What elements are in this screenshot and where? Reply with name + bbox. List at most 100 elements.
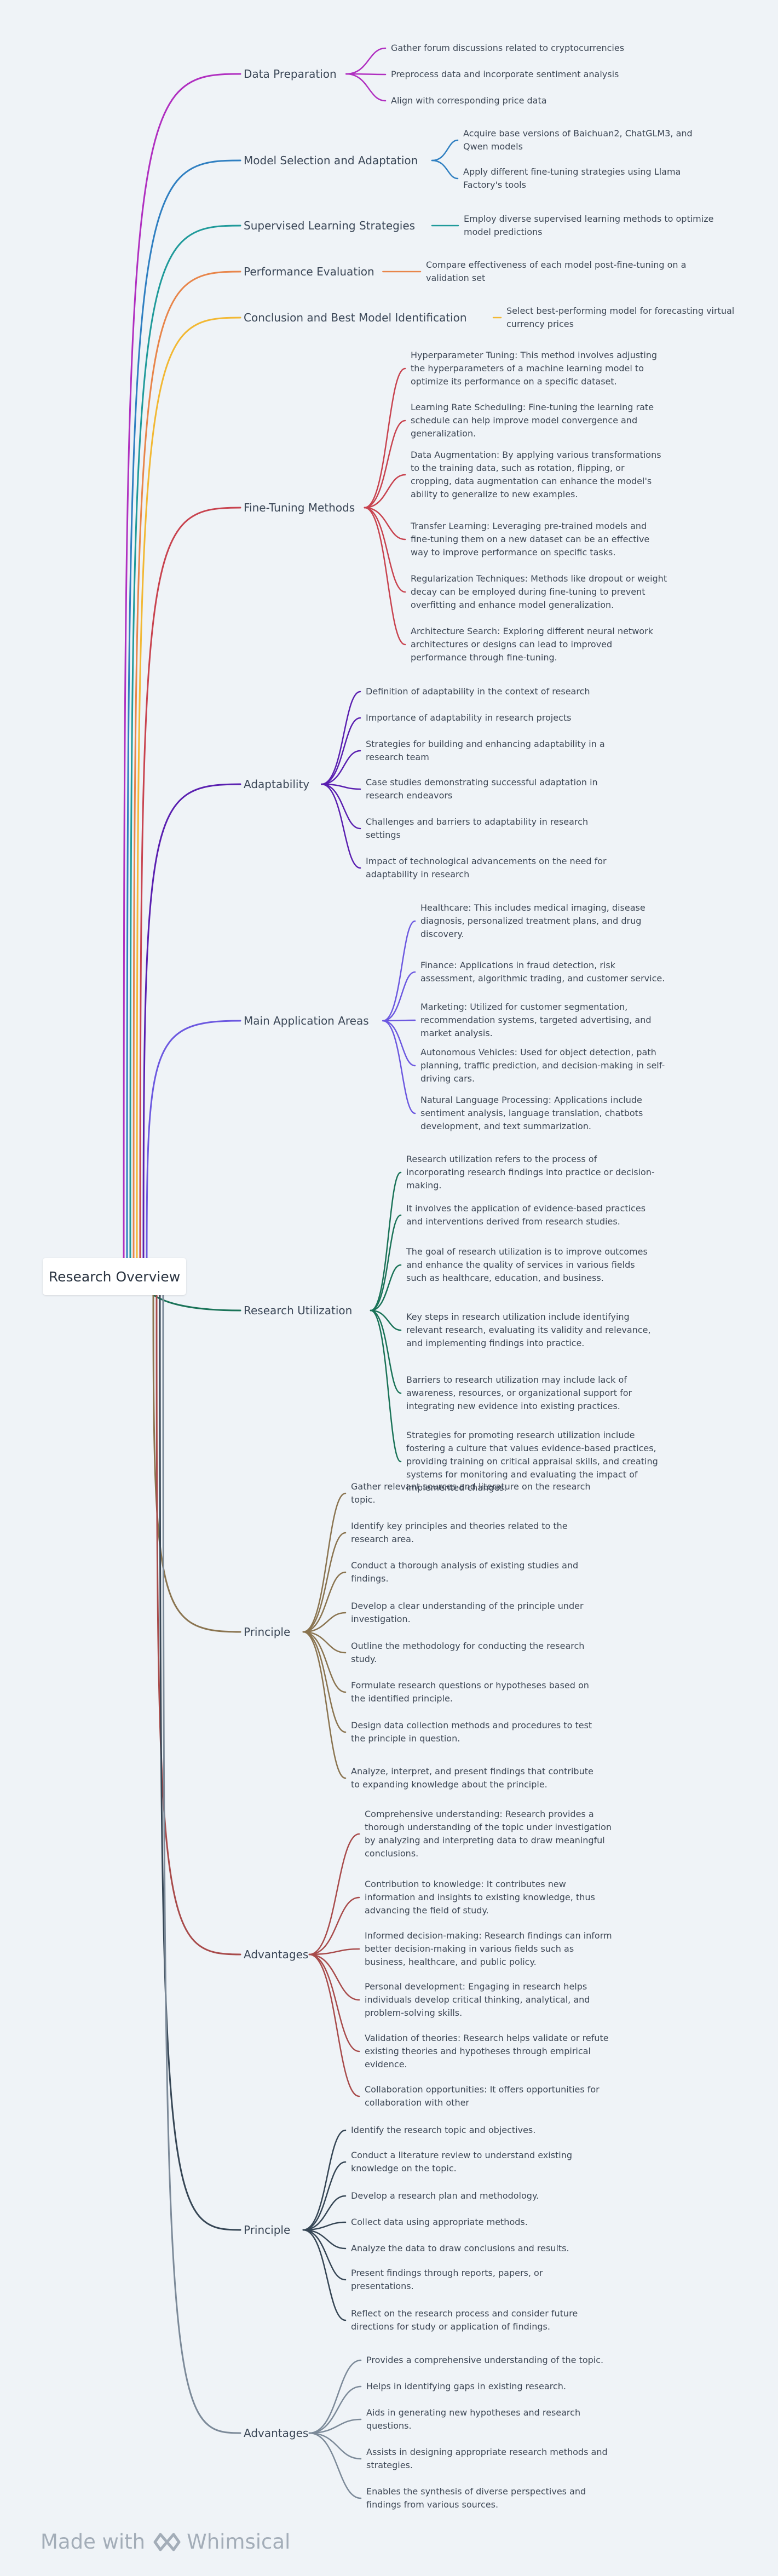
leaf-connector-principle-11-5: [302, 2229, 347, 2281]
leaf-node-main-application-areas-7-3[interactable]: Autonomous Vehicles: Used for object det…: [420, 1047, 665, 1084]
leaf-node-principle-9-5[interactable]: Formulate research questions or hypothes…: [351, 1680, 589, 1704]
leaf-connector-fine-tuning-methods-5-1: [364, 419, 406, 509]
leaf-connector-principle-11-4: [302, 2229, 347, 2250]
branch-connector-data-preparation-0: [123, 73, 241, 1261]
leaf-connector-research-utilization-8-3: [370, 1309, 402, 1331]
leaf-node-fine-tuning-methods-5-3[interactable]: Transfer Learning: Leveraging pre-traine…: [411, 521, 650, 557]
whimsical-logo[interactable]: Whimsical: [153, 2530, 290, 2554]
leaf-node-data-preparation-0-1[interactable]: Preprocess data and incorporate sentimen…: [391, 69, 619, 79]
leaf-node-adaptability-6-0[interactable]: Definition of adaptability in the contex…: [366, 686, 590, 697]
leaf-node-data-preparation-0-0[interactable]: Gather forum discussions related to cryp…: [391, 43, 625, 53]
leaf-connector-advantages-10-0: [308, 1833, 360, 1956]
leaf-node-principle-9-0[interactable]: Gather relevant sources and literature o…: [351, 1481, 591, 1505]
leaf-node-principle-11-0[interactable]: Identify the research topic and objectiv…: [351, 2125, 536, 2135]
leaf-connector-advantages-12-1: [308, 2385, 362, 2434]
branch-node-main-application-areas-7[interactable]: Main Application Areas: [244, 1014, 369, 1027]
leaf-connector-advantages-12-4: [308, 2432, 362, 2499]
leaf-node-advantages-10-2[interactable]: Informed decision-making: Research findi…: [365, 1930, 612, 1967]
leaf-node-advantages-12-1[interactable]: Helps in identifying gaps in existing re…: [366, 2381, 566, 2391]
branch-node-advantages-12[interactable]: Advantages: [244, 2427, 309, 2440]
leaf-node-advantages-10-0[interactable]: Comprehensive understanding: Research pr…: [365, 1809, 612, 1859]
leaf-node-advantages-12-3[interactable]: Assists in designing appropriate researc…: [366, 2447, 608, 2470]
leaf-node-research-utilization-8-1[interactable]: It involves the application of evidence-…: [406, 1203, 646, 1227]
leaf-connector-adaptability-6-4: [321, 783, 361, 830]
leaf-connector-advantages-12-3: [308, 2432, 362, 2460]
branch-node-performance-evaluation-3[interactable]: Performance Evaluation: [244, 265, 374, 278]
leaf-node-model-selection-and-adaptation-1-1[interactable]: Apply different fine-tuning strategies u…: [463, 166, 681, 190]
leaf-connector-main-application-areas-7-3: [382, 1020, 416, 1067]
leaf-connector-main-application-areas-7-2: [382, 1019, 416, 1022]
leaf-node-research-utilization-8-5[interactable]: Strategies for promoting research utiliz…: [406, 1430, 658, 1493]
leaf-node-advantages-10-1[interactable]: Contribution to knowledge: It contribute…: [365, 1879, 595, 1916]
leaf-connector-fine-tuning-methods-5-2: [364, 474, 406, 509]
branch-node-conclusion-and-best-model-identification-4[interactable]: Conclusion and Best Model Identification: [244, 311, 467, 324]
branch-node-fine-tuning-methods-5[interactable]: Fine-Tuning Methods: [244, 501, 355, 514]
footer: Made with Whimsical: [41, 2530, 290, 2554]
leaf-node-main-application-areas-7-0[interactable]: Healthcare: This includes medical imagin…: [420, 902, 646, 939]
branch-node-model-selection-and-adaptation-1[interactable]: Model Selection and Adaptation: [244, 154, 418, 167]
leaf-node-adaptability-6-5[interactable]: Impact of technological advancements on …: [366, 856, 607, 879]
leaf-node-advantages-12-2[interactable]: Aids in generating new hypotheses and re…: [366, 2407, 581, 2431]
leaf-node-advantages-10-4[interactable]: Validation of theories: Research helps v…: [365, 2033, 609, 2069]
leaf-node-supervised-learning-strategies-2-0[interactable]: Employ diverse supervised learning metho…: [464, 214, 714, 237]
leaf-node-principle-11-5[interactable]: Present findings through reports, papers…: [351, 2268, 543, 2291]
leaf-node-advantages-10-5[interactable]: Collaboration opportunities: It offers o…: [365, 2084, 600, 2108]
leaf-node-main-application-areas-7-4[interactable]: Natural Language Processing: Application…: [420, 1095, 643, 1131]
leaf-connector-principle-11-3: [302, 2221, 347, 2231]
leaf-node-fine-tuning-methods-5-0[interactable]: Hyperparameter Tuning: This method invol…: [411, 350, 658, 387]
leaf-node-fine-tuning-methods-5-2[interactable]: Data Augmentation: By applying various t…: [411, 450, 661, 499]
leaf-node-principle-9-3[interactable]: Develop a clear understanding of the pri…: [351, 1601, 584, 1624]
branch-connector-performance-evaluation-3: [132, 271, 241, 1261]
leaf-node-adaptability-6-3[interactable]: Case studies demonstrating successful ad…: [366, 777, 598, 801]
leaf-node-data-preparation-0-2[interactable]: Align with corresponding price data: [391, 95, 547, 106]
leaf-node-research-utilization-8-2[interactable]: The goal of research utilization is to i…: [406, 1246, 648, 1283]
leaf-node-adaptability-6-1[interactable]: Importance of adaptability in research p…: [366, 712, 572, 723]
branch-node-supervised-learning-strategies-2[interactable]: Supervised Learning Strategies: [244, 219, 416, 232]
leaf-node-research-utilization-8-0[interactable]: Research utilization refers to the proce…: [406, 1154, 655, 1191]
branch-node-research-utilization-8[interactable]: Research Utilization: [244, 1304, 353, 1317]
leaf-connector-advantages-10-2: [308, 1948, 360, 1956]
leaf-node-principle-9-7[interactable]: Analyze, interpret, and present findings…: [351, 1766, 593, 1790]
leaf-node-conclusion-and-best-model-identification-4-0[interactable]: Select best-performing model for forecas…: [506, 306, 735, 329]
leaf-node-principle-11-4[interactable]: Analyze the data to draw conclusions and…: [351, 2243, 569, 2253]
branch-node-adaptability-6[interactable]: Adaptability: [244, 778, 310, 791]
leaf-node-advantages-12-4[interactable]: Enables the synthesis of diverse perspec…: [366, 2486, 586, 2510]
whimsical-logo-icon: [153, 2533, 181, 2551]
leaf-node-principle-9-6[interactable]: Design data collection methods and proce…: [351, 1720, 592, 1744]
leaf-node-adaptability-6-4[interactable]: Challenges and barriers to adaptability …: [366, 817, 589, 840]
leaf-node-principle-11-1[interactable]: Conduct a literature review to understan…: [351, 2150, 573, 2174]
leaf-node-principle-9-1[interactable]: Identify key principles and theories rel…: [351, 1521, 568, 1544]
branch-node-data-preparation-0[interactable]: Data Preparation: [244, 67, 337, 81]
leaf-node-adaptability-6-2[interactable]: Strategies for building and enhancing ad…: [366, 739, 605, 762]
leaf-connector-advantages-10-5: [308, 1953, 360, 2097]
leaf-connector-fine-tuning-methods-5-0: [364, 367, 406, 509]
leaf-node-main-application-areas-7-1[interactable]: Finance: Applications in fraud detection…: [420, 960, 665, 984]
leaf-node-fine-tuning-methods-5-5[interactable]: Architecture Search: Exploring different…: [411, 626, 653, 663]
root-node[interactable]: Research Overview: [43, 1258, 186, 1295]
leaf-node-principle-11-3[interactable]: Collect data using appropriate methods.: [351, 2217, 528, 2227]
branch-node-principle-11[interactable]: Principle: [244, 2223, 291, 2236]
leaf-node-principle-11-6[interactable]: Reflect on the research process and cons…: [351, 2308, 578, 2332]
leaf-node-research-utilization-8-3[interactable]: Key steps in research utilization includ…: [406, 1312, 651, 1348]
root-label: Research Overview: [48, 1268, 181, 1285]
leaf-connector-principle-9-3: [302, 1612, 347, 1633]
branch-connector-principle-11: [159, 1292, 241, 2231]
footer-made-with: Made with: [41, 2530, 146, 2554]
leaf-node-principle-9-4[interactable]: Outline the methodology for conducting t…: [351, 1641, 585, 1664]
leaf-node-fine-tuning-methods-5-1[interactable]: Learning Rate Scheduling: Fine-tuning th…: [411, 402, 654, 439]
leaf-connector-research-utilization-8-1: [370, 1214, 402, 1312]
leaf-node-advantages-10-3[interactable]: Personal development: Engaging in resear…: [365, 1981, 590, 2018]
leaf-node-model-selection-and-adaptation-1-0[interactable]: Acquire base versions of Baichuan2, Chat…: [463, 128, 693, 152]
leaf-node-principle-11-2[interactable]: Develop a research plan and methodology.: [351, 2190, 539, 2201]
leaf-connector-fine-tuning-methods-5-3: [364, 507, 406, 540]
leaf-connector-principle-11-1: [302, 2161, 347, 2231]
leaf-node-fine-tuning-methods-5-4[interactable]: Regularization Techniques: Methods like …: [411, 573, 667, 610]
leaf-node-performance-evaluation-3-0[interactable]: Compare effectiveness of each model post…: [426, 260, 687, 283]
leaf-node-advantages-12-0[interactable]: Provides a comprehensive understanding o…: [366, 2355, 604, 2365]
leaf-node-principle-9-2[interactable]: Conduct a thorough analysis of existing …: [351, 1560, 579, 1584]
leaf-node-main-application-areas-7-2[interactable]: Marketing: Utilized for customer segment…: [420, 1002, 652, 1038]
branch-node-principle-9[interactable]: Principle: [244, 1625, 291, 1638]
leaf-connector-main-application-areas-7-1: [382, 971, 416, 1022]
leaf-node-research-utilization-8-4[interactable]: Barriers to research utilization may inc…: [406, 1375, 632, 1411]
branch-node-advantages-10[interactable]: Advantages: [244, 1948, 309, 1961]
